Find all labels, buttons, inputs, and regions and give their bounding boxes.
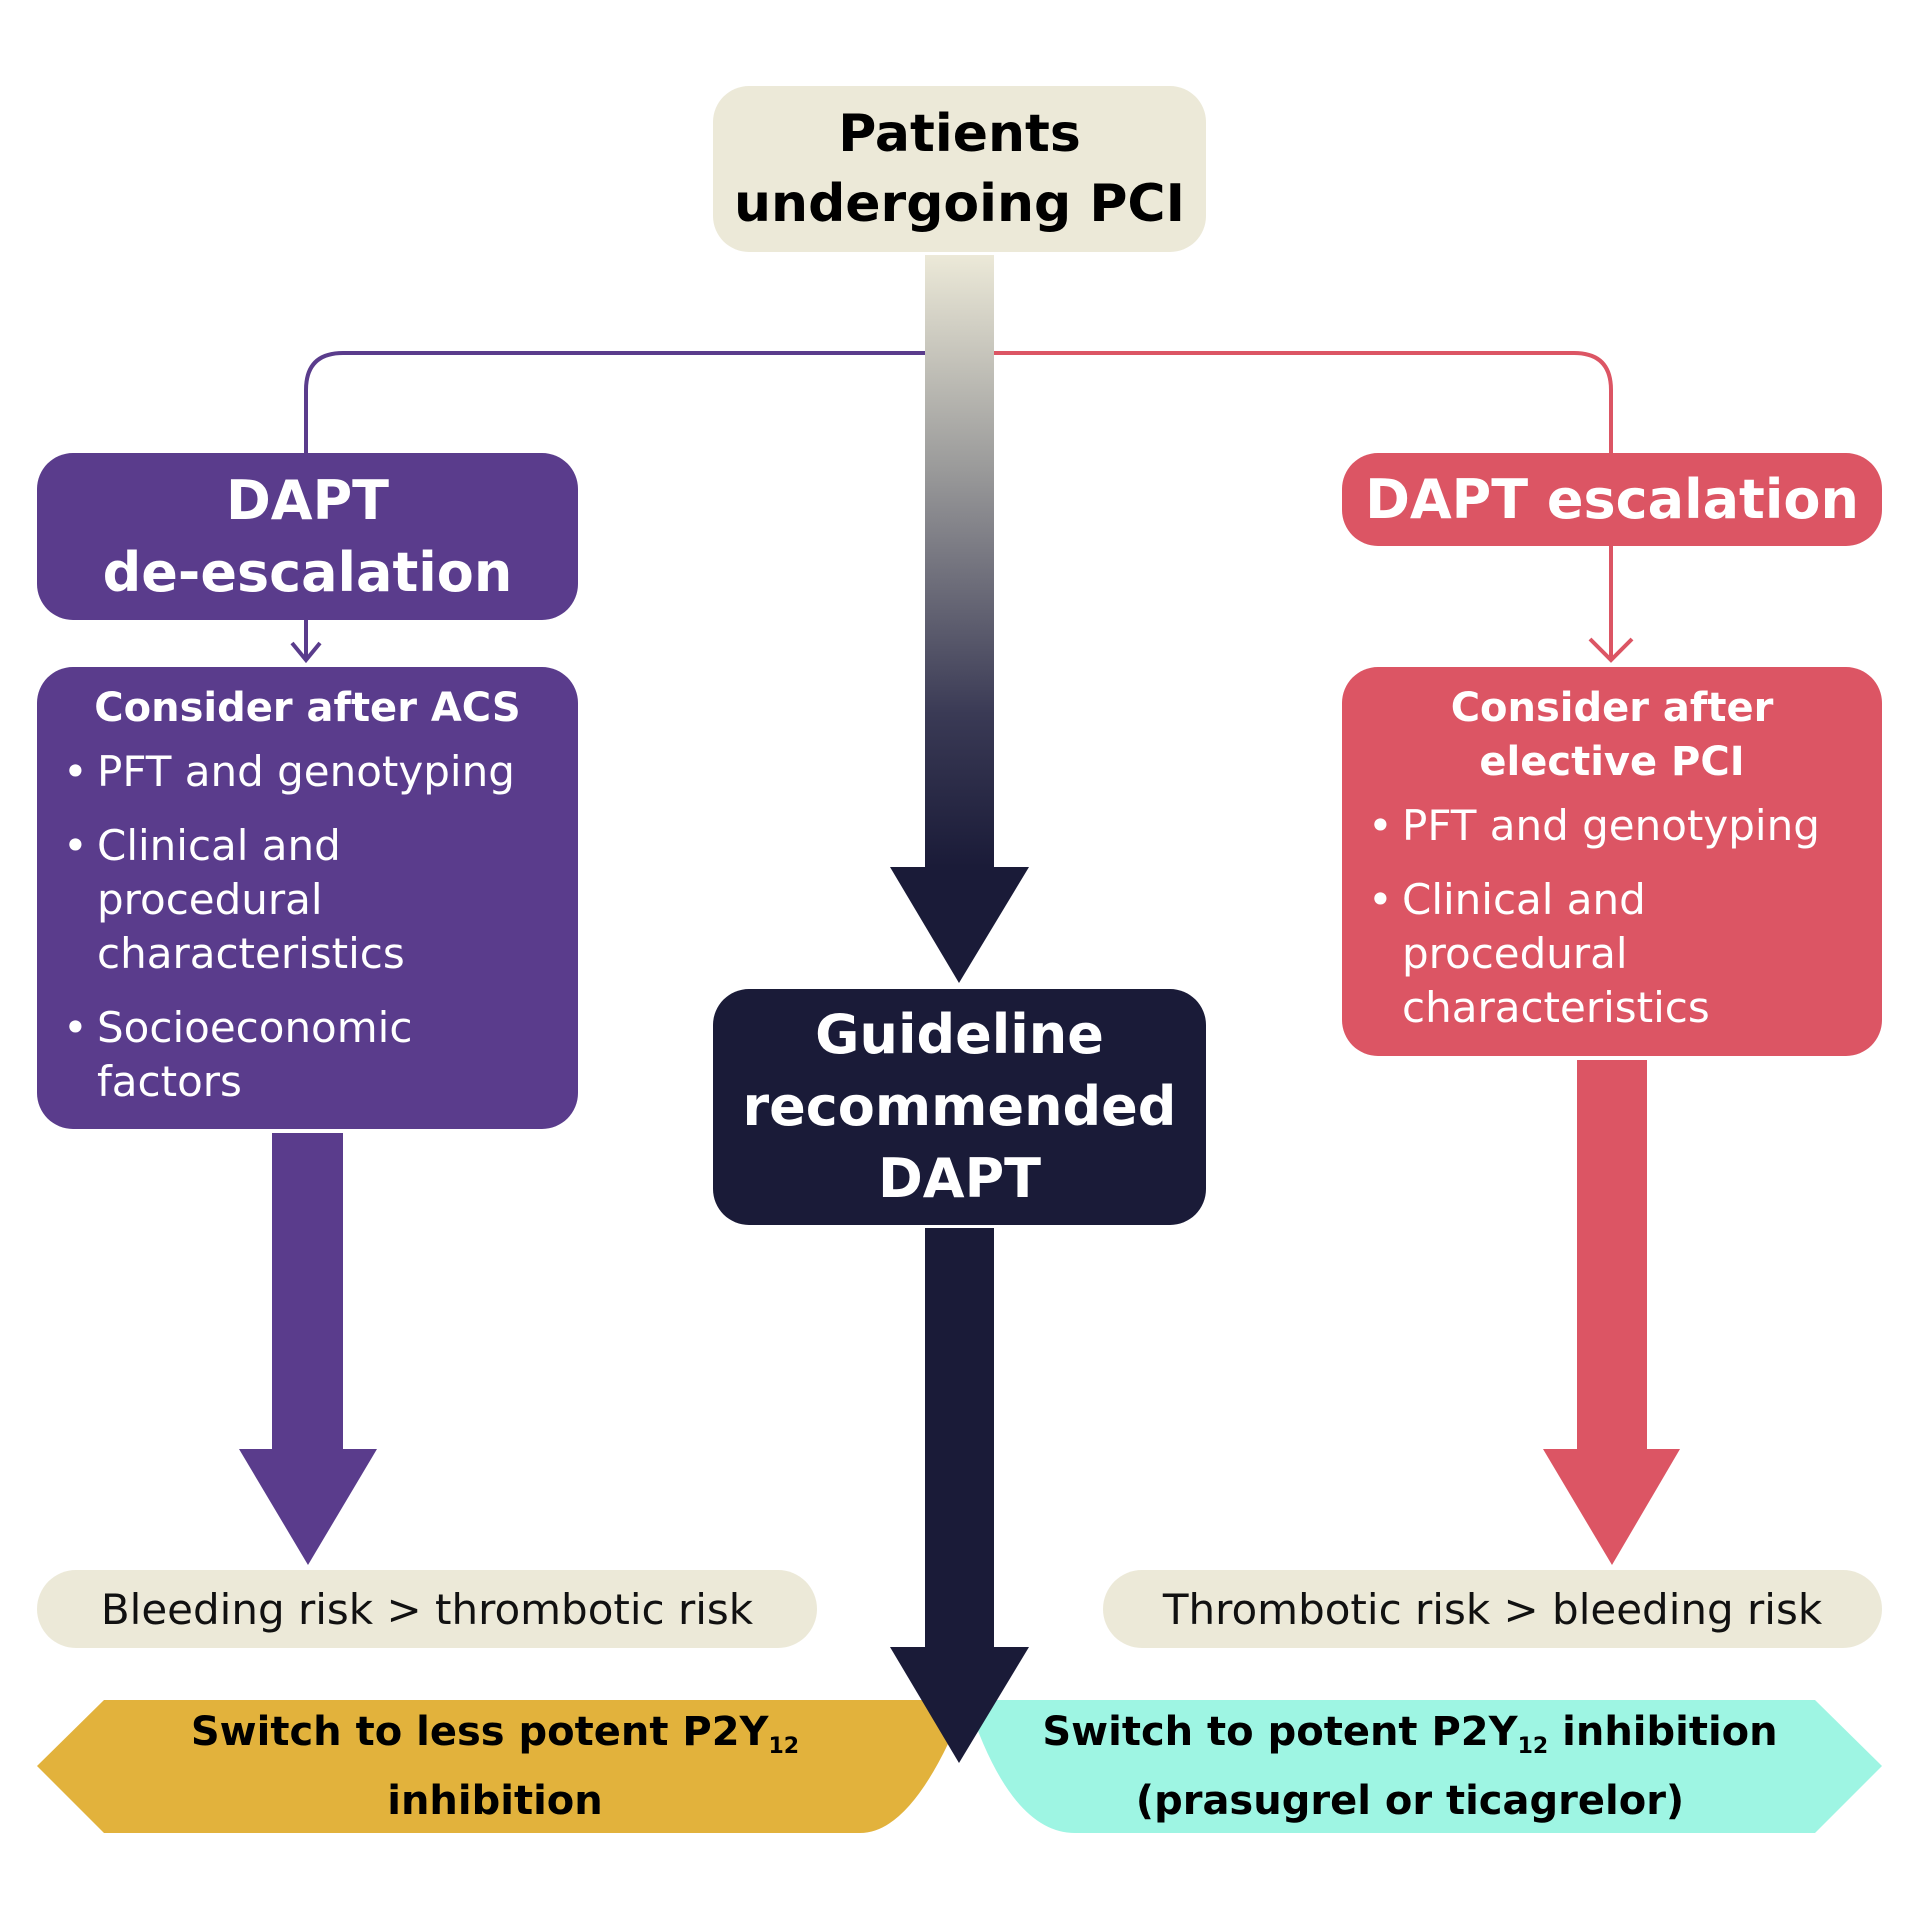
criteria-item-text-cont: factors [97, 1057, 242, 1106]
risk-pill-thrombotic: Thrombotic risk > bleeding risk [1103, 1570, 1882, 1648]
central-arrow-stem-lower [925, 1228, 994, 1647]
escalation-header: DAPT escalation [1342, 453, 1882, 546]
escalation-header-text: DAPT escalation [1365, 467, 1859, 531]
deescalation-header-line2: de-escalation [102, 540, 513, 604]
central-arrow-head-lower [890, 1647, 1029, 1763]
red-arrow-stem [1577, 1060, 1647, 1449]
criteria-item-text: Clinical and [97, 821, 341, 870]
outcome-suffix: inhibition [1548, 1709, 1778, 1755]
criteria-item-text-cont: procedural characteristics [97, 875, 405, 978]
guideline-line2: recommended [742, 1075, 1177, 1138]
purple-arrow-stem [272, 1133, 343, 1449]
deescalation-header-line1: DAPT [225, 468, 390, 532]
subscript: 12 [768, 1734, 800, 1759]
small-arrow-left-head [290, 641, 322, 664]
guideline-dapt-node: Guideline recommended DAPT [713, 989, 1206, 1225]
criteria-item: Socioeconomic factors [57, 1001, 558, 1109]
outcome-prefix: Switch to less potent P2Y [190, 1709, 769, 1755]
outcome-potent-line2: (prasugrel or ticagrelor) [1135, 1778, 1685, 1824]
start-node-line1: Patients [838, 104, 1081, 164]
start-node-line2: undergoing PCI [734, 174, 1185, 234]
criteria-item-text: PFT and genotyping [1402, 801, 1820, 850]
criteria-item-text: Clinical and [1402, 875, 1646, 924]
escalation-criteria-list: PFT and genotyping Clinical and procedura… [1362, 799, 1862, 1055]
connector-line-left [304, 351, 925, 453]
connector-line-right [994, 351, 1613, 453]
outcome-less-potent-shape [37, 1700, 967, 1833]
deescalation-criteria-box: Consider after ACS PFT and genotyping Cl… [37, 667, 578, 1129]
red-arrow-head [1543, 1449, 1680, 1565]
criteria-item-text: Socioeconomic [97, 1003, 413, 1052]
criteria-item: Clinical and procedural characteristics [57, 819, 558, 981]
escalation-criteria-title-line2: elective PCI [1479, 739, 1745, 785]
criteria-item: PFT and genotyping [1362, 799, 1862, 853]
purple-arrow-head [239, 1449, 377, 1565]
criteria-item-text-cont: procedural characteristics [1402, 929, 1710, 1032]
outcome-prefix: Switch to potent P2Y [1042, 1709, 1518, 1755]
escalation-criteria-title: Consider after elective PCI [1362, 681, 1862, 789]
criteria-item: PFT and genotyping [57, 745, 558, 799]
outcome-less-potent-text: Switch to less potent P2Y12 inhibition [80, 1705, 910, 1828]
small-arrow-right-head [1588, 637, 1634, 663]
escalation-criteria-box: Consider after elective PCI PFT and geno… [1342, 667, 1882, 1056]
escalation-criteria-title-line1: Consider after [1450, 685, 1774, 731]
central-arrow-head-upper [890, 867, 1029, 983]
deescalation-criteria-list: PFT and genotyping Clinical and procedura… [57, 745, 558, 1129]
risk-pill-bleeding: Bleeding risk > thrombotic risk [37, 1570, 817, 1648]
deescalation-criteria-title: Consider after ACS [94, 685, 521, 731]
outcome-potent: Switch to potent P2Y12 inhibition (prasu… [1000, 1700, 1820, 1833]
guideline-line1: Guideline [815, 1003, 1104, 1066]
central-arrow-stem-gradient [925, 255, 994, 867]
subscript: 12 [1517, 1734, 1549, 1759]
outcome-potent-shape [967, 1700, 1882, 1833]
risk-pill-bleeding-text: Bleeding risk > thrombotic risk [100, 1584, 754, 1634]
criteria-item-text: PFT and genotyping [97, 747, 515, 796]
start-node-patients-pci: Patients undergoing PCI [713, 86, 1206, 252]
outcome-less-potent: Switch to less potent P2Y12 inhibition [80, 1700, 910, 1833]
risk-pill-thrombotic-text: Thrombotic risk > bleeding risk [1162, 1584, 1823, 1634]
outcome-potent-line1: Switch to potent P2Y12 inhibition [1042, 1705, 1777, 1774]
deescalation-header: DAPT de-escalation [37, 453, 578, 620]
outcome-suffix: inhibition [387, 1778, 603, 1824]
guideline-line3: DAPT [877, 1147, 1042, 1210]
criteria-item: Clinical and procedural characteristics [1362, 873, 1862, 1035]
